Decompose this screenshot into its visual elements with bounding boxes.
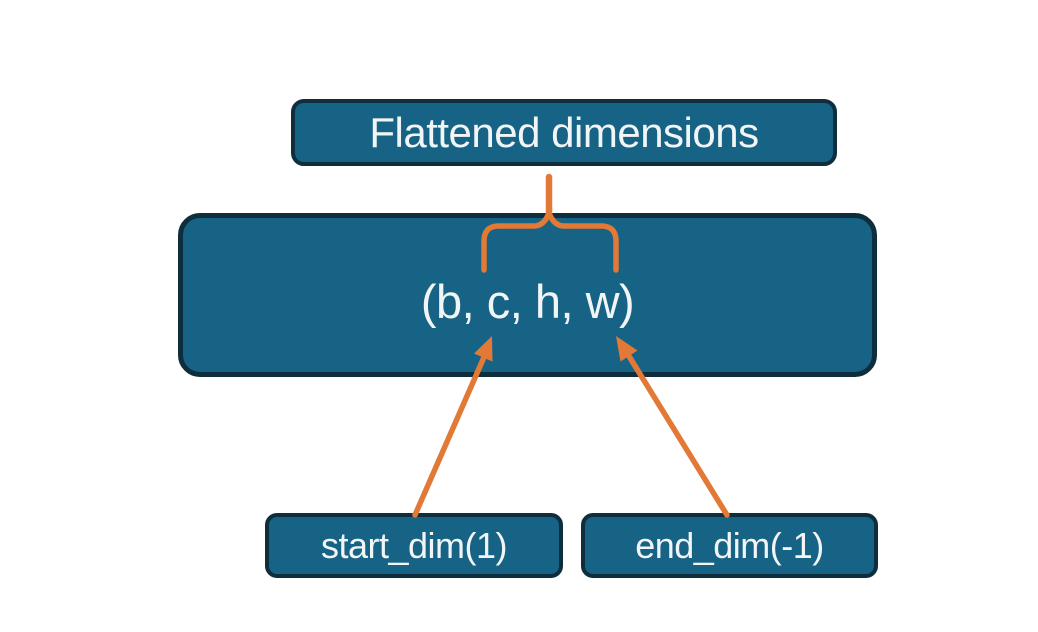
tensor-shape-label: (b, c, h, w) <box>420 274 635 328</box>
flattened-dimensions-box: Flattened dimensions <box>291 99 837 166</box>
end-dim-label: end_dim(-1) <box>635 524 824 566</box>
flattened-dimensions-label: Flattened dimensions <box>369 108 759 156</box>
end-dim-arrow-shaft <box>626 354 730 518</box>
tensor-shape-box: (b, c, h, w) <box>178 213 877 377</box>
start-dim-arrow-shaft <box>412 353 488 518</box>
start-dim-label: start_dim(1) <box>320 524 508 566</box>
end-dim-box: end_dim(-1) <box>581 513 878 578</box>
start-dim-box: start_dim(1) <box>265 513 563 578</box>
